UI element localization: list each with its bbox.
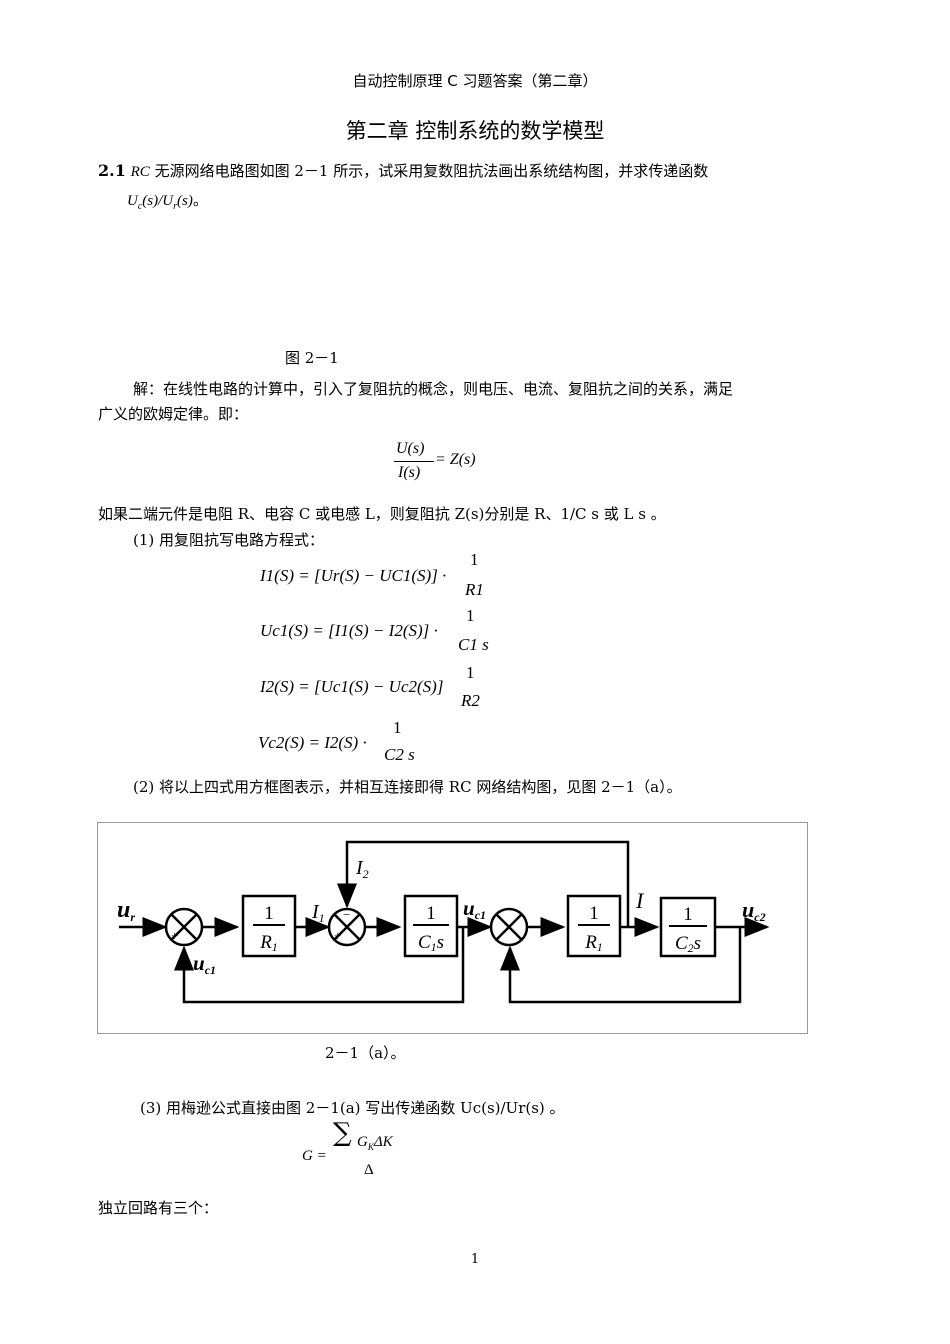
svg-text:C1s: C1s	[418, 932, 444, 954]
problem-rc: RC	[130, 164, 150, 180]
page-number: 1	[470, 1252, 480, 1267]
ohm-rhs: = Z(s)	[435, 451, 476, 468]
svg-text:uc1: uc1	[463, 896, 486, 922]
problem-statement: 2.1 RC 无源网络电路图如图 2－1 所示，试采用复数阻抗法画出系统结构图，…	[98, 160, 810, 183]
svg-text:C2s: C2s	[675, 933, 701, 955]
svg-text:I2: I2	[355, 857, 369, 881]
figure-2-1a-caption: 2－1（a）。	[325, 1044, 406, 1062]
svg-text:ur: ur	[117, 897, 135, 924]
equation-1-num: 1	[470, 550, 479, 569]
equation-2: Uc1(S) = [I1(S) − I2(S)] ·	[260, 621, 438, 640]
svg-text:1: 1	[426, 903, 436, 924]
figure-2-1-caption: 图 2－1	[285, 349, 339, 367]
svg-text:uc1: uc1	[193, 951, 216, 977]
svg-text:1: 1	[683, 904, 693, 925]
step-1: (1) 用复阻抗写电路方程式：	[133, 531, 325, 549]
equation-4-num: 1	[393, 718, 402, 737]
mason-numerator: GKΔK	[357, 1134, 393, 1152]
svg-text:+: +	[334, 928, 341, 943]
svg-text:1: 1	[589, 903, 599, 924]
impedance-paragraph: 如果二端元件是电阻 R、电容 C 或电感 L，则复阻抗 Z(s)分别是 R、1/…	[98, 505, 666, 523]
equation-3-den: R2	[461, 691, 480, 710]
svg-text:R1: R1	[584, 932, 603, 954]
problem-text: 无源网络电路图如图 2－1 所示，试采用复数阻抗法画出系统结构图，并求传递函数	[154, 162, 709, 180]
svg-text:I: I	[635, 888, 645, 913]
svg-text:−: −	[343, 907, 350, 922]
page-header: 自动控制原理 C 习题答案（第二章）	[352, 72, 598, 90]
problem-number: 2.1	[98, 161, 126, 180]
ohm-fraction-bar	[394, 461, 434, 462]
step-3: (3) 用梅逊公式直接由图 2－1(a) 写出传递函数 Uc(s)/Ur(s) …	[140, 1099, 565, 1117]
ohm-denominator: I(s)	[398, 464, 421, 481]
equation-1-den: R1	[465, 580, 484, 599]
block-diagram: + − + 1 R1 1 C1s 1 R1 1 C2s ur uc1 I1 I2…	[97, 822, 808, 1034]
svg-text:I1: I1	[311, 901, 325, 925]
ohm-numerator: U(s)	[396, 440, 425, 457]
equation-1: I1(S) = [Ur(S) − UC1(S)] ·	[260, 566, 447, 585]
problem-transfer: Uc(s)/Ur(s)。	[127, 193, 208, 212]
equation-3-num: 1	[466, 663, 475, 682]
loops-text: 独立回路有三个：	[98, 1199, 219, 1217]
solution-line-1: 解：在线性电路的计算中，引入了复阻抗的概念，则电压、电流、复阻抗之间的关系，满足	[133, 380, 734, 398]
mason-denominator: Δ	[364, 1162, 374, 1178]
svg-text:1: 1	[264, 903, 274, 924]
svg-text:R1: R1	[259, 932, 278, 954]
equation-2-num: 1	[466, 606, 475, 625]
svg-text:uc2: uc2	[742, 897, 766, 924]
step-2: (2) 将以上四式用方框图表示，并相互连接即得 RC 网络结构图，见图 2－1（…	[133, 778, 682, 796]
svg-text:+: +	[171, 928, 178, 943]
equation-4-den: C2 s	[384, 745, 415, 764]
mason-sigma: ∑	[333, 1118, 352, 1148]
chapter-title: 第二章 控制系统的数学模型	[345, 119, 605, 143]
equation-4: Vc2(S) = I2(S) ·	[258, 733, 367, 752]
equation-3: I2(S) = [Uc1(S) − Uc2(S)]	[260, 677, 444, 696]
mason-lhs: G =	[302, 1148, 327, 1164]
solution-line-2: 广义的欧姆定律。即：	[98, 405, 249, 423]
equation-2-den: C1 s	[458, 635, 489, 654]
